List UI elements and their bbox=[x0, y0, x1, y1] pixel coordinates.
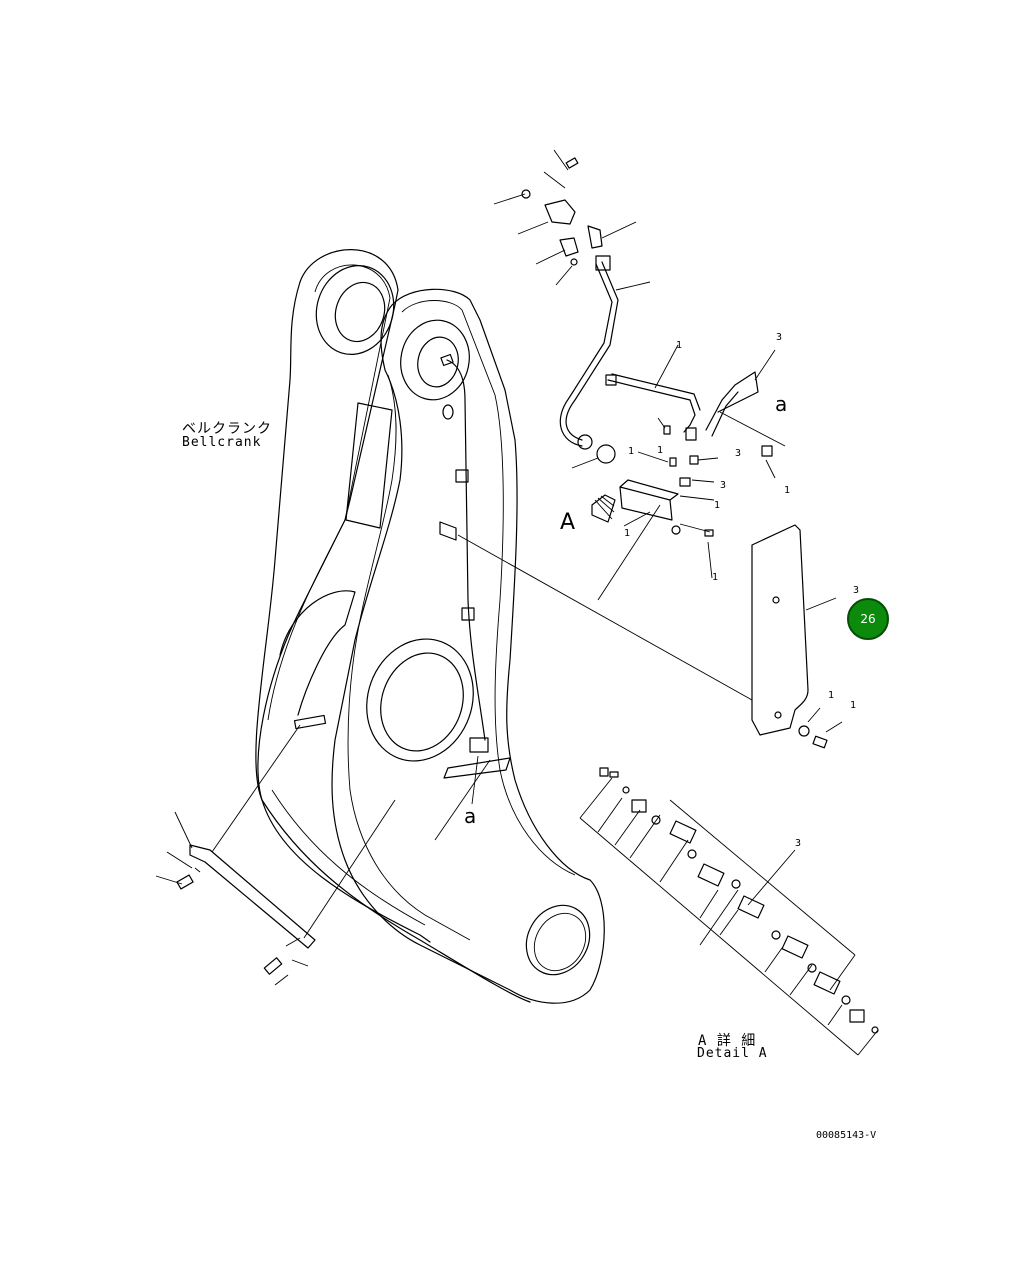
part-name-english: Bellcrank bbox=[182, 435, 262, 450]
part-name-japanese: ベルクランク bbox=[182, 421, 272, 437]
upper-fitting-cluster bbox=[493, 149, 651, 450]
bolt-left-upper bbox=[155, 851, 201, 890]
item-mark: 1 bbox=[628, 446, 635, 457]
item-mark: 3 bbox=[795, 838, 802, 849]
grease-hose bbox=[446, 359, 486, 741]
detail-a-grid bbox=[579, 767, 879, 1056]
document-number: 00085143-V bbox=[816, 1130, 877, 1141]
detail-a-japanese: A 詳 細 bbox=[698, 1033, 757, 1049]
bellcrank-back-plate bbox=[257, 249, 431, 943]
item-mark: 1 bbox=[784, 485, 791, 496]
item-mark: 3 bbox=[853, 585, 860, 596]
callout-a-upper: a bbox=[775, 392, 788, 416]
hotspot-number: 26 bbox=[860, 612, 876, 626]
view-arrow-label: A bbox=[560, 510, 576, 535]
item-mark: 1 bbox=[850, 700, 857, 711]
item-mark: 1 bbox=[676, 340, 683, 351]
item-mark: 1 bbox=[624, 528, 631, 539]
item-mark: 1 bbox=[657, 445, 664, 456]
item-mark: 1 bbox=[714, 500, 721, 511]
detail-a-english: Detail A bbox=[697, 1046, 768, 1061]
bolt-left-lower bbox=[263, 937, 309, 986]
distribution-valve-cluster bbox=[571, 344, 786, 601]
bellcrank-front-plate bbox=[331, 288, 605, 1004]
part-hotspot-button[interactable]: 26 bbox=[847, 598, 889, 640]
callout-a-lower: a bbox=[464, 804, 477, 828]
item-mark: 3 bbox=[735, 448, 742, 459]
item-mark: 1 bbox=[828, 690, 835, 701]
side-cover bbox=[751, 524, 809, 736]
cover-plate bbox=[189, 844, 316, 949]
item-mark: 3 bbox=[720, 480, 727, 491]
item-mark: 3 bbox=[776, 332, 783, 343]
item-mark: 1 bbox=[712, 572, 719, 583]
